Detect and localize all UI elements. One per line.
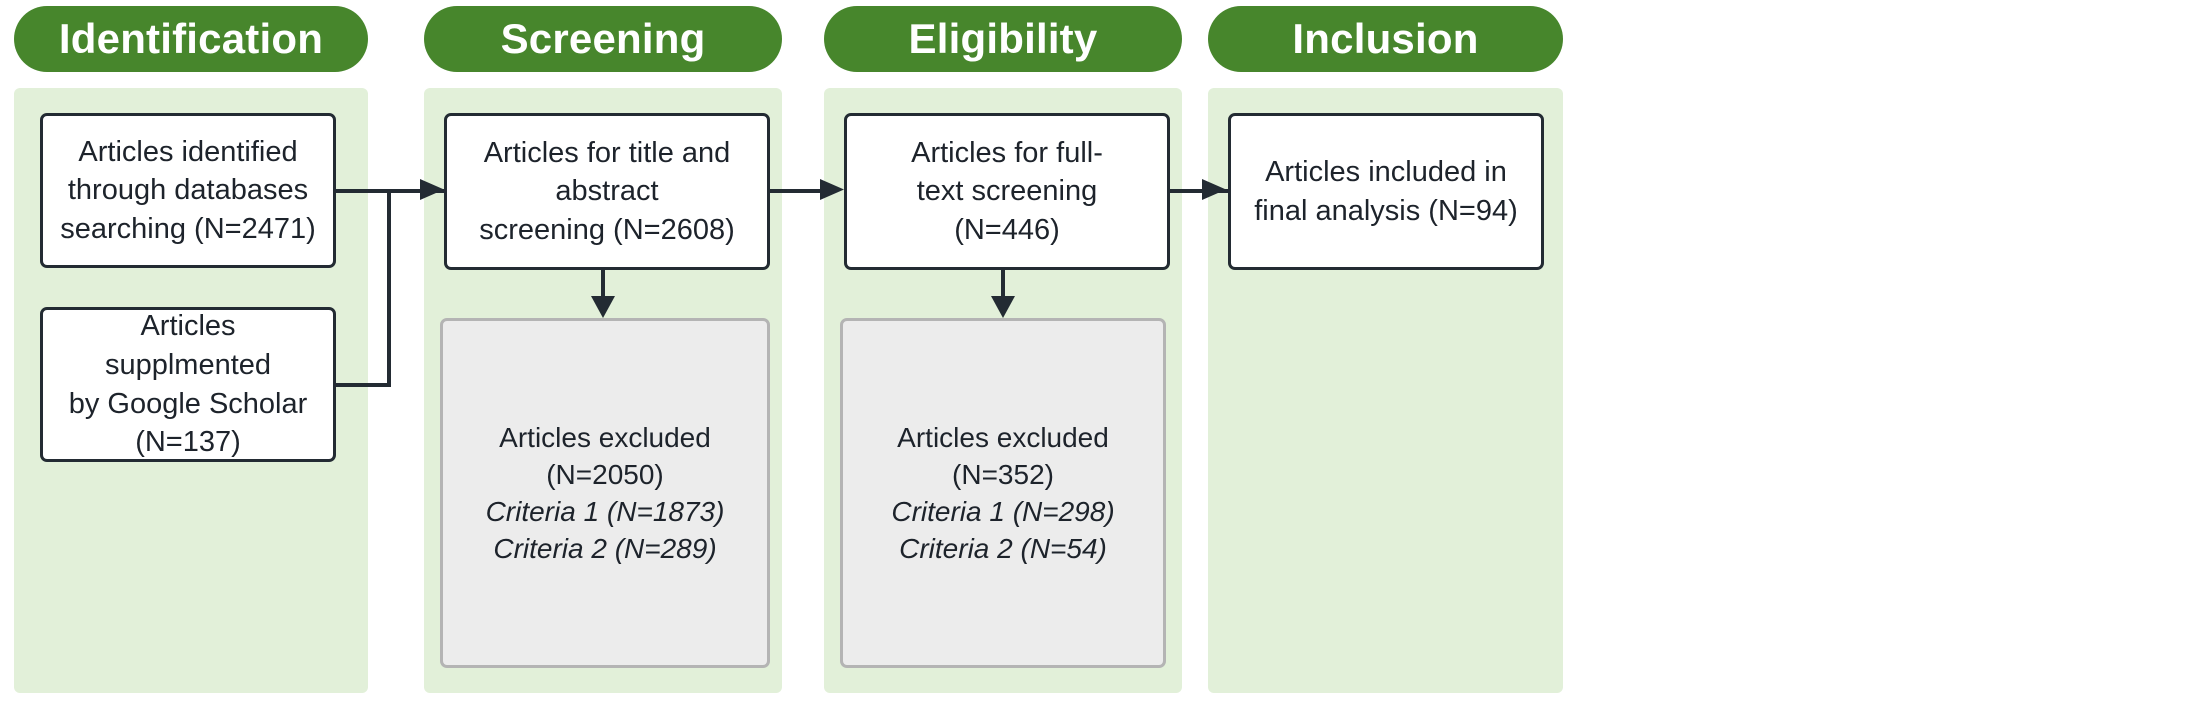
arrowhead-to-screening (420, 179, 444, 200)
box-line: through databases (67, 174, 309, 207)
stage-header-eligibility: Eligibility (824, 6, 1182, 72)
box-line: Criteria 2 (N=54) (899, 533, 1107, 565)
box-full-text-screening: Articles for full- text screening (N=446… (844, 113, 1170, 270)
box-title-abstract-screening: Articles for title and abstract screenin… (444, 113, 770, 270)
box-line: Articles supplmented (104, 310, 272, 381)
box-line: Articles identified (78, 135, 298, 168)
box-line: screening (N=2608) (479, 213, 735, 246)
box-line: final analysis (N=94) (1254, 194, 1518, 227)
arrowhead-to-eligibility (820, 179, 844, 200)
box-articles-identified: Articles identified through databases se… (40, 113, 336, 268)
box-line: (N=137) (135, 426, 241, 459)
box-articles-supplemented: Articles supplmented by Google Scholar (… (40, 307, 336, 462)
arrowhead-eligibility-excluded (991, 296, 1015, 318)
connector-screening-to-excluded (601, 270, 605, 306)
box-line: searching (N=2471) (60, 212, 316, 245)
box-line: by Google Scholar (68, 387, 308, 420)
box-line: Articles for title and (483, 136, 731, 169)
stage-header-eligibility-label: Eligibility (908, 15, 1098, 62)
box-line: Articles for full- (911, 136, 1103, 169)
stage-header-inclusion-label: Inclusion (1292, 15, 1479, 62)
connector-eligibility-to-inclusion (1168, 189, 1228, 193)
box-line: Articles excluded (N=352) (897, 421, 1109, 490)
arrowhead-screening-excluded (591, 296, 615, 318)
connector-vertical-merge (387, 189, 391, 385)
box-line: (N=2050) (546, 458, 664, 490)
box-line: Articles excluded (499, 421, 711, 453)
box-line: Criteria 2 (N=289) (493, 533, 717, 565)
stage-header-inclusion: Inclusion (1208, 6, 1563, 72)
connector-screening-to-eligibility (770, 189, 832, 193)
box-articles-included-final: Articles included in final analysis (N=9… (1228, 113, 1544, 270)
box-line: abstract (555, 175, 659, 208)
stage-header-identification: Identification (14, 6, 368, 72)
stage-header-identification-label: Identification (58, 15, 324, 62)
box-line: text screening (N=446) (916, 175, 1098, 246)
connector-supplemented-elbow (336, 383, 391, 387)
box-articles-excluded-screening: Articles excluded (N=2050) Criteria 1 (N… (440, 318, 770, 668)
box-articles-excluded-eligibility: Articles excluded (N=352) Criteria 1 (N=… (840, 318, 1166, 668)
stage-header-screening: Screening (424, 6, 782, 72)
stage-header-screening-label: Screening (500, 15, 706, 62)
box-line: Criteria 1 (N=1873) (485, 496, 725, 527)
arrowhead-to-inclusion (1202, 179, 1226, 200)
connector-eligibility-to-excluded (1001, 270, 1005, 306)
box-line: Criteria 1 (N=298) (891, 496, 1115, 527)
box-line: Articles included in (1265, 155, 1507, 188)
